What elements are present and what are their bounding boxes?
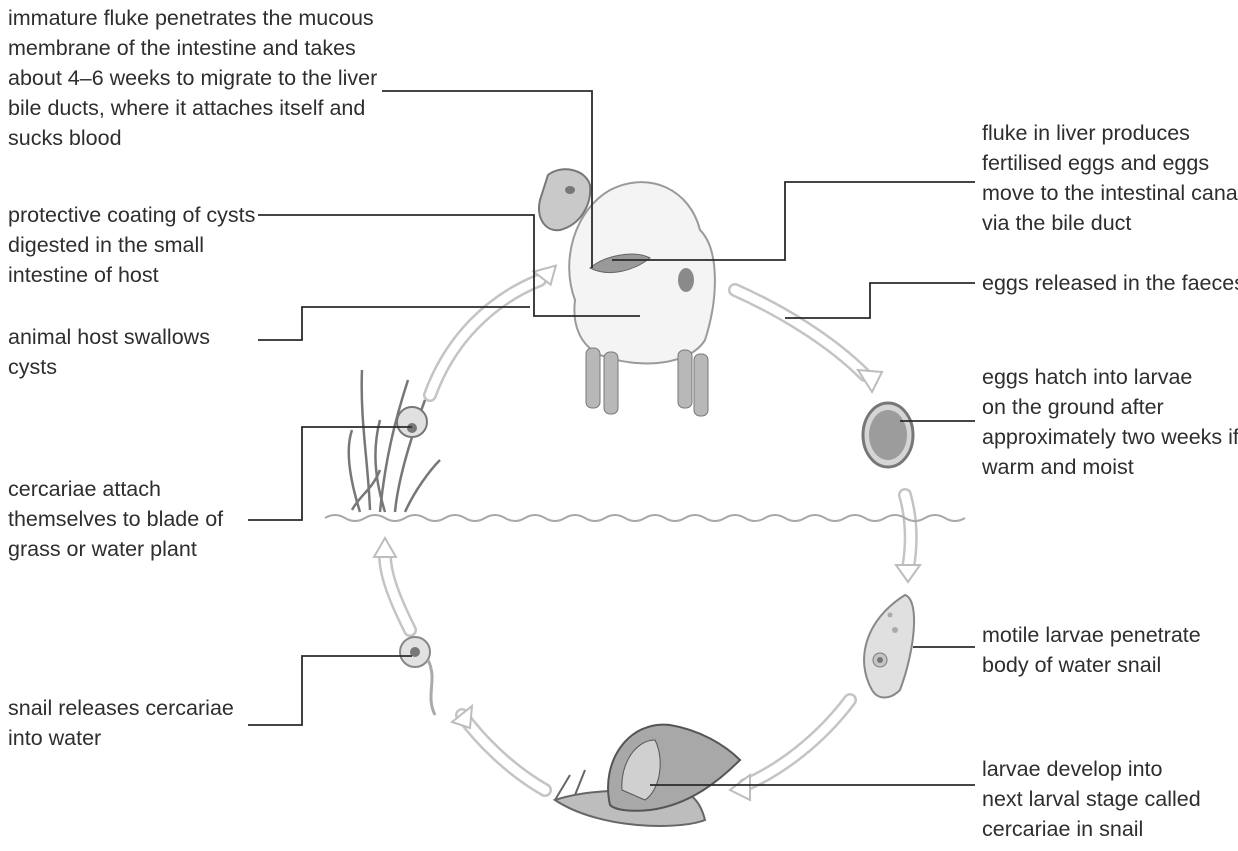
label-eggs-released: eggs released in the faeces bbox=[982, 268, 1238, 298]
label-fluke-in-liver: fluke in liver produces fertilised eggs … bbox=[982, 118, 1238, 238]
arrowhead-to-larva bbox=[896, 565, 920, 582]
label-protective-coating: protective coating of cysts digested in … bbox=[8, 200, 255, 290]
larva-illustration bbox=[864, 595, 914, 698]
sheep-illustration bbox=[539, 169, 715, 416]
arrowhead-to-snail bbox=[730, 775, 750, 800]
label-eggs-hatch: eggs hatch into larvae on the ground aft… bbox=[982, 362, 1238, 482]
cercaria-illustration bbox=[400, 637, 435, 715]
label-motile-larvae: motile larvae penetrate body of water sn… bbox=[982, 620, 1201, 680]
label-host-swallows: animal host swallows cysts bbox=[8, 322, 210, 382]
label-cercariae-attach: cercariae attach themselves to blade of … bbox=[8, 474, 223, 564]
label-larvae-develop: larvae develop into next larval stage ca… bbox=[982, 754, 1201, 844]
label-snail-releases: snail releases cercariae into water bbox=[8, 693, 234, 753]
arrowhead-to-grass bbox=[374, 538, 396, 557]
egg-illustration bbox=[863, 403, 913, 467]
label-immature-fluke: immature fluke penetrates the mucous mem… bbox=[8, 3, 377, 153]
leader-snail-releases bbox=[248, 656, 412, 725]
arrow-grass-to-sheep bbox=[430, 280, 540, 395]
leader-eggs-released bbox=[785, 283, 975, 318]
snail-illustration bbox=[555, 725, 740, 826]
leader-cercariae-attach bbox=[248, 427, 412, 520]
cyst-on-grass-illustration bbox=[397, 407, 427, 437]
water-surface-line bbox=[325, 515, 965, 521]
